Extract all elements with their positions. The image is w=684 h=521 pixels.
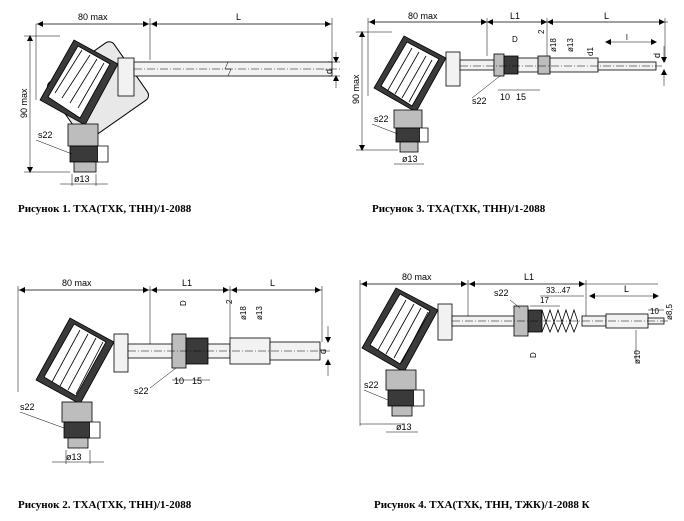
fig2-cable-gland <box>61 401 101 449</box>
fig4-l1-label: L1 <box>524 272 534 282</box>
fig3-d1-label: d1 <box>586 47 595 56</box>
fig3-diameter-label: d <box>652 53 662 58</box>
fig3-cable-label: ø13 <box>402 154 418 164</box>
fig2-n15-label: 15 <box>192 376 202 386</box>
fig2-cable-label: ø13 <box>66 452 82 462</box>
fig3-gap-label: 2 <box>537 29 546 34</box>
fig4-thread-label: D <box>529 352 538 358</box>
fig1-dimensions: 80 max L 90 max d s22 ø13 <box>19 12 340 186</box>
fig2-length-label: L <box>270 278 275 288</box>
fig2-connection-head <box>35 317 129 405</box>
fig3-probe <box>459 53 662 77</box>
fig4-n10-label: 10 <box>650 307 659 316</box>
fig3-l-small-label: l <box>626 33 628 42</box>
fig1-height-label: 90 max <box>19 88 29 118</box>
fig3-n10-label: 10 <box>500 92 510 102</box>
fig4-connection-head <box>361 287 453 373</box>
fig3-length-label: L <box>604 11 609 21</box>
fig4-n17-label: 17 <box>540 296 549 305</box>
fig3-cable-gland <box>393 109 429 153</box>
fig4-probe <box>451 305 668 337</box>
fig3-wrench-label: s22 <box>472 96 487 106</box>
fig3-height-label: 90 max <box>351 74 361 104</box>
fig2-width-label: 80 max <box>62 278 92 288</box>
fig3-wrench-head-label: s22 <box>374 114 389 124</box>
fig2-n10-label: 10 <box>174 376 184 386</box>
fig4-caption: Рисунок 4. ТХА(ТХК, ТНН, ТЖК)/1-2088 К <box>374 499 590 511</box>
fig3-thread-label: D <box>512 35 518 44</box>
fig2-gap-label: 2 <box>225 299 234 304</box>
fig2-thread-label: D <box>179 300 188 306</box>
fig2-probe <box>127 333 330 369</box>
fig2-dimensions: 80 max L1 L D 2 ø18 ø13 d s22 10 15 s22 … <box>17 278 331 464</box>
fig2-wrench-head-label: s22 <box>20 402 35 412</box>
figure-4: 80 max L1 L 33...47 17 s22 D 10 ø8,5 ø10… <box>359 272 674 511</box>
fig3-l1-label: L1 <box>510 11 520 21</box>
fig4-range-label: 33...47 <box>546 286 571 295</box>
fig4-cable-label: ø13 <box>396 422 412 432</box>
fig3-caption: Рисунок 3. ТХА(ТХК, ТНН)/1-2088 <box>372 203 546 215</box>
fig1-width-label: 80 max <box>78 12 108 22</box>
fig1-cable-label: ø13 <box>74 174 90 184</box>
fig1-cable-gland <box>67 123 109 173</box>
fig2-caption: Рисунок 2. ТХА(ТХК, ТНН)/1-2088 <box>18 499 192 511</box>
fig4-dia85-label: ø8,5 <box>665 303 674 320</box>
fig2-dia18-label: ø18 <box>239 306 248 320</box>
fig1-length-label: L <box>236 12 241 22</box>
fig3-dia18-label: ø18 <box>549 38 558 52</box>
fig1-connection-head <box>39 39 149 141</box>
fig4-dia10-label: ø10 <box>633 350 642 364</box>
fig4-width-label: 80 max <box>402 272 432 282</box>
fig4-wrench-label: s22 <box>494 288 509 298</box>
fig3-connection-head <box>373 35 461 113</box>
fig2-l1-label: L1 <box>182 278 192 288</box>
fig2-wrench-label: s22 <box>134 386 149 396</box>
fig4-dimensions: 80 max L1 L 33...47 17 s22 D 10 ø8,5 ø10… <box>359 272 674 433</box>
fig4-cable-gland <box>385 369 425 417</box>
fig3-width-label: 80 max <box>408 11 438 21</box>
fig2-dia13-label: ø13 <box>255 306 264 320</box>
fig3-n15-label: 15 <box>516 92 526 102</box>
fig2-diameter-label: d <box>318 349 328 354</box>
figure-3: 80 max L1 L 90 max D 2 ø18 ø13 d1 l d s2… <box>351 11 668 215</box>
figure-1: 80 max L 90 max d s22 ø13 Рисунок 1. ТХА… <box>18 12 340 215</box>
fig3-dia13-label: ø13 <box>566 38 575 52</box>
fig4-length-label: L <box>624 284 629 294</box>
fig1-caption: Рисунок 1. ТХА(ТХК, ТНН)/1-2088 <box>18 203 192 215</box>
fig1-diameter-label: d <box>324 69 334 74</box>
fig1-probe <box>133 61 340 77</box>
figure-2: 80 max L1 L D 2 ø18 ø13 d s22 10 15 s22 … <box>17 278 331 511</box>
fig4-wrench-head-label: s22 <box>364 380 379 390</box>
fig1-wrench-label: s22 <box>38 130 53 140</box>
fig3-dimensions: 80 max L1 L 90 max D 2 ø18 ø13 d1 l d s2… <box>351 11 668 165</box>
